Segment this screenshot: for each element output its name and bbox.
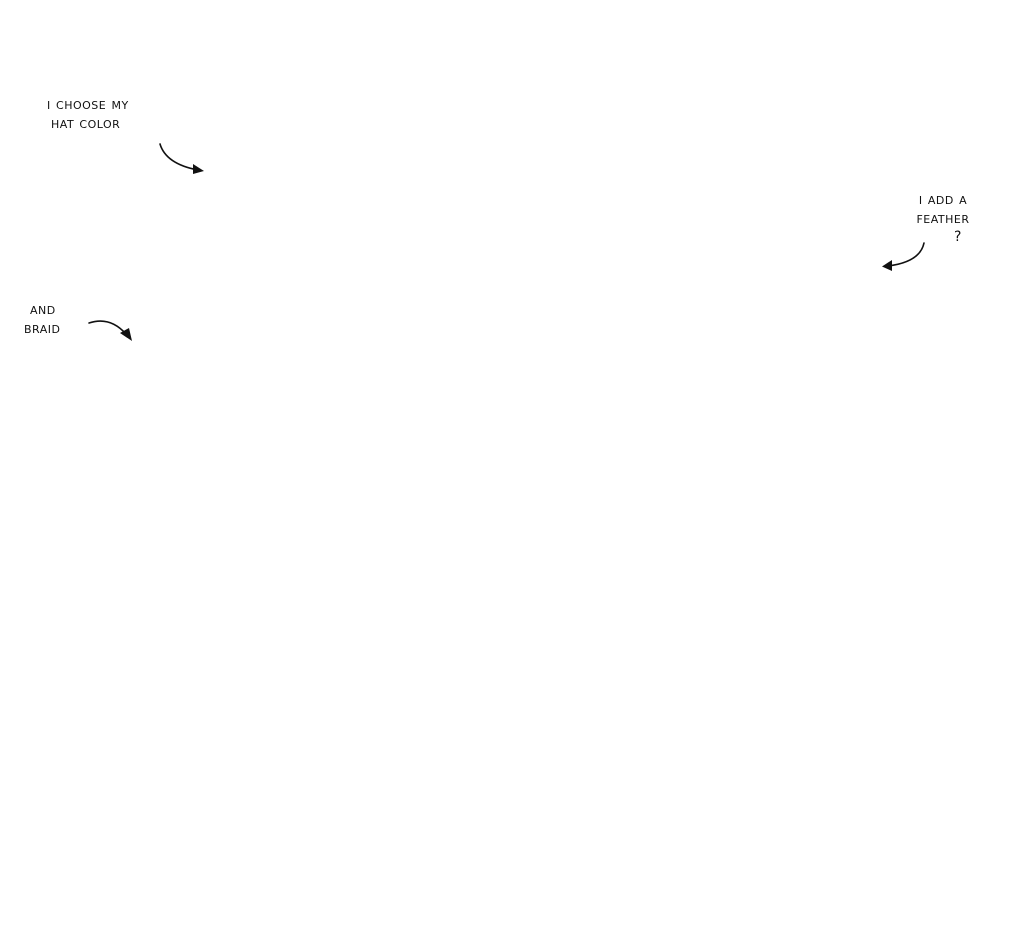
annotation-feather: i add a feather ?: [900, 190, 986, 247]
annotation-braid: and braid: [24, 300, 60, 338]
annotation-feather-line2: feather: [916, 209, 970, 227]
annotation-feather-question: ?: [954, 229, 962, 245]
annotation-hat-color-line1: i choose my: [47, 95, 129, 113]
annotation-hat-color-line2: hat color: [51, 114, 121, 132]
curved-arrow-icon: [159, 143, 204, 174]
annotation-hat-color: i choose my hat color: [47, 95, 129, 133]
curved-arrow-icon: [882, 242, 925, 271]
curved-arrow-icon: [88, 320, 132, 341]
annotation-braid-line1: and: [30, 300, 56, 318]
annotation-feather-line1: i add a: [918, 190, 968, 208]
annotation-braid-line2: braid: [24, 319, 61, 337]
